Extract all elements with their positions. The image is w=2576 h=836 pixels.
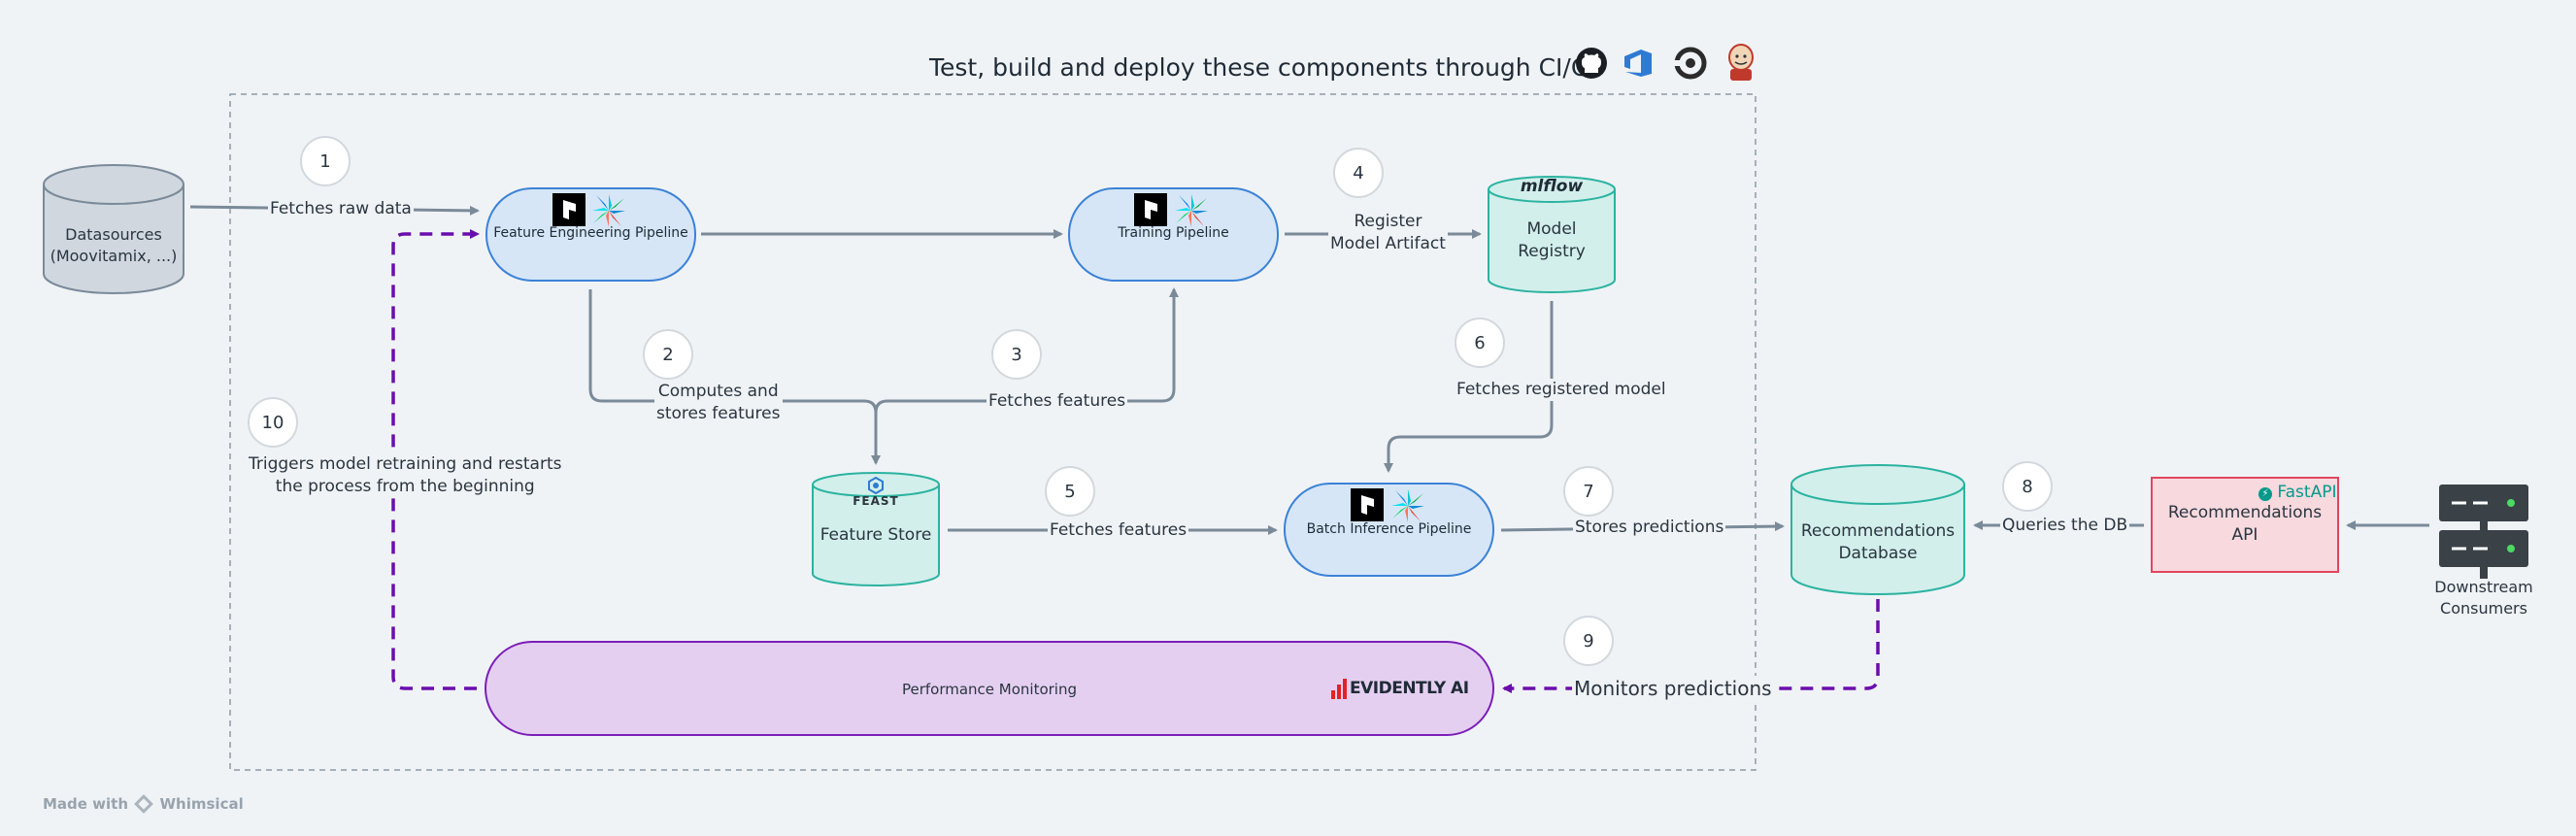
- prefect-icon: [1134, 193, 1167, 226]
- edge-fetches-registered-model: [1384, 301, 1554, 473]
- edge-label-fetches-registered-model: Fetches registered model: [1455, 379, 1668, 401]
- airflow-icon: [590, 192, 627, 229]
- training-pipeline[interactable]: [1068, 187, 1279, 282]
- step-badge-4: 4: [1333, 148, 1384, 198]
- feature-engineering-label: Feature Engineering Pipeline: [493, 225, 688, 241]
- server-icon: [2439, 485, 2528, 579]
- mlflow-logo: mlflow: [1520, 177, 1584, 196]
- circleci-icon: [1674, 47, 1707, 80]
- prefect-icon: [1351, 488, 1384, 521]
- edge-label-triggers: Triggers model retraining and restarts t…: [247, 453, 564, 498]
- whimsical-logo-icon: [134, 794, 154, 814]
- recommendations-api-node[interactable]: [2151, 477, 2339, 573]
- feast-icon: [867, 476, 885, 495]
- recommendations-db-node[interactable]: [1790, 464, 1965, 595]
- edge-label-fetches-raw-data: Fetches raw data: [268, 198, 414, 220]
- step-badge-3: 3: [991, 329, 1042, 380]
- edge-label-queries-db: Queries the DB: [2000, 515, 2130, 537]
- fastapi-logo: ⚡ FastAPI: [2258, 482, 2336, 504]
- made-with-footer[interactable]: Made with Whimsical: [43, 794, 244, 814]
- edge-label-computes: Computes and stores features: [654, 381, 783, 425]
- recommendations-api-label: Recommendations API: [2167, 503, 2323, 545]
- cicd-boundary: [229, 93, 1756, 771]
- step-badge-10: 10: [248, 397, 298, 448]
- github-icon: [1575, 47, 1608, 80]
- jenkins-icon: [1724, 44, 1757, 83]
- performance-monitoring-node[interactable]: [485, 641, 1494, 736]
- made-with-text: Made with: [43, 795, 129, 813]
- evidently-logo-text: EVIDENTLY AI: [1350, 679, 1469, 698]
- batch-inference-pipeline[interactable]: [1284, 483, 1494, 577]
- datasources-label: Datasources (Moovitamix, ...): [50, 225, 178, 265]
- fastapi-icon: ⚡: [2258, 487, 2272, 501]
- step-badge-5: 5: [1045, 466, 1095, 517]
- recommendations-db-label: Recommendations Database: [1800, 521, 1956, 563]
- edge-monitors-predictions: [1502, 599, 1880, 693]
- feature-engineering-pipeline[interactable]: [485, 187, 696, 282]
- edge-label-register: Register Model Artifact: [1328, 211, 1448, 255]
- downstream-label: Downstream Consumers: [2434, 578, 2533, 618]
- whimsical-brand-text: Whimsical: [159, 795, 244, 813]
- cicd-title: Test, build and deploy these components …: [929, 53, 1607, 82]
- performance-monitoring-label: Performance Monitoring: [901, 681, 1078, 698]
- step-badge-7: 7: [1563, 466, 1614, 517]
- azure-devops-icon: [1622, 47, 1655, 80]
- datasources-node[interactable]: [43, 164, 184, 294]
- airflow-icon: [1173, 192, 1210, 229]
- edge-fetches-features-train: [874, 287, 1179, 414]
- model-registry-label: Model Registry: [1518, 219, 1586, 261]
- batch-inference-label: Batch Inference Pipeline: [1306, 521, 1472, 537]
- step-badge-8: 8: [2002, 461, 2053, 512]
- edge-label-fetches-features-train: Fetches features: [987, 390, 1128, 413]
- step-badge-2: 2: [643, 329, 693, 380]
- airflow-icon: [1389, 487, 1426, 524]
- step-badge-1: 1: [300, 136, 351, 186]
- feature-store-label: Feature Store: [820, 525, 932, 545]
- edge-label-monitors-predictions: Monitors predictions: [1572, 676, 1774, 702]
- step-badge-6: 6: [1455, 318, 1505, 368]
- edge-label-stores-predictions: Stores predictions: [1573, 517, 1726, 539]
- model-registry-node[interactable]: [1488, 176, 1616, 293]
- step-badge-9: 9: [1563, 616, 1614, 666]
- edge-computes-features: [588, 289, 881, 465]
- training-label: Training Pipeline: [1118, 225, 1229, 241]
- evidently-logo-icon: [1331, 679, 1347, 699]
- prefect-icon: [552, 193, 585, 226]
- feast-logo: FEAST: [853, 494, 899, 508]
- edge-label-fetches-features-batch: Fetches features: [1048, 519, 1189, 542]
- fastapi-logo-text: FastAPI: [2277, 483, 2337, 502]
